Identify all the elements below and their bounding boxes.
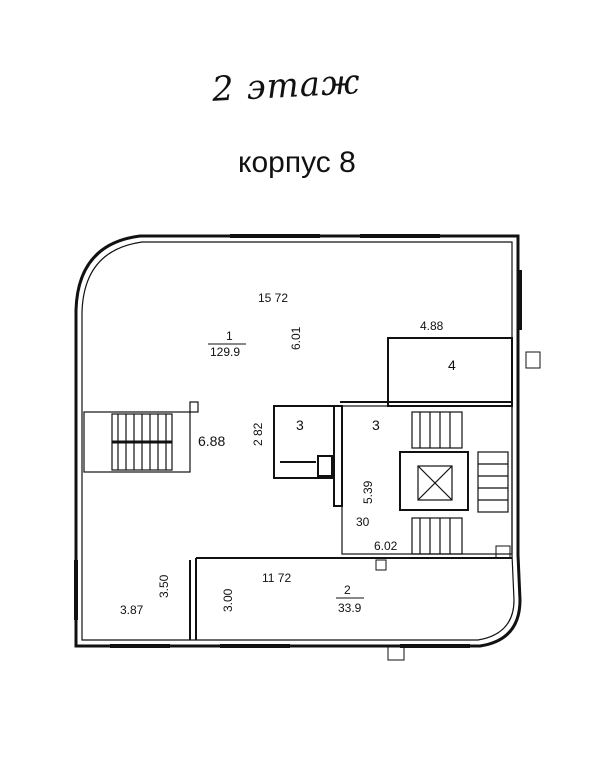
dim-top-width: 15 72	[258, 291, 288, 305]
room-3a-number: 3	[296, 417, 304, 433]
room-2-walls	[189, 351, 541, 661]
dim-stair-left: 6.88	[198, 433, 225, 449]
left-stair	[83, 401, 199, 473]
dim-stair-core-width: 6.02	[374, 539, 398, 553]
dim-room-2-height: 3.00	[221, 588, 235, 612]
dim-stair-core-height: 5.39	[361, 480, 375, 504]
small-rooms	[273, 401, 512, 507]
dim-bottom-left-height: 3.50	[157, 574, 171, 598]
room-3b-number: 3	[372, 417, 380, 433]
stair-core	[341, 405, 513, 555]
dim-bottom-left-width: 3.87	[120, 603, 144, 617]
dim-room-3-small: 2 82	[251, 422, 265, 446]
room-1-number: 1	[226, 329, 233, 343]
window-top-row	[74, 234, 522, 648]
building-label: корпус 8	[238, 146, 356, 179]
dim-room-2-width: 11 72	[262, 571, 291, 585]
dim-room-4-width: 4.88	[420, 319, 444, 333]
dim-stair-core-partial: 30	[356, 515, 370, 529]
inner-wall	[81, 241, 515, 641]
room-4-number: 4	[448, 357, 456, 373]
dim-room-1-depth: 6.01	[289, 326, 303, 350]
room-2-number: 2	[344, 583, 351, 597]
room-2-area: 33.9	[338, 601, 362, 615]
room-1-area: 129.9	[210, 345, 240, 359]
